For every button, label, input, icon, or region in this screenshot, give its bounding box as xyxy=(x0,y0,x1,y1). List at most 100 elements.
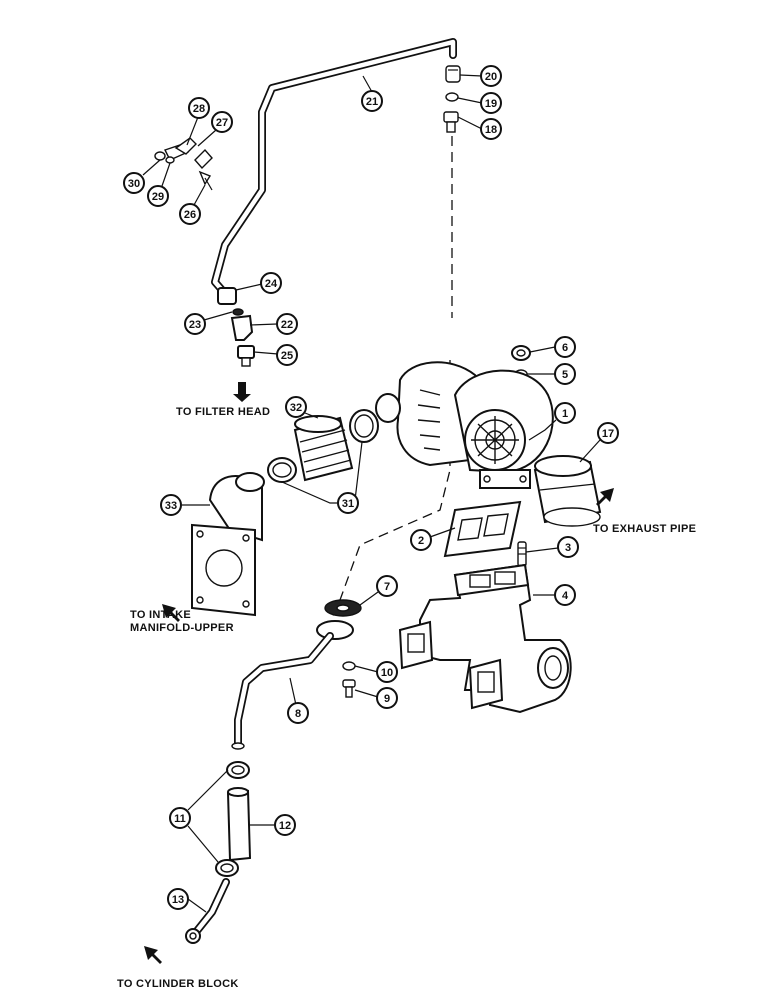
label-to-filter-head: TO FILTER HEAD xyxy=(176,406,270,418)
callout-26: 26 xyxy=(179,203,201,225)
svg-text:21: 21 xyxy=(366,96,378,108)
svg-text:6: 6 xyxy=(562,342,568,354)
callout-9: 9 xyxy=(376,687,398,709)
adapter-25 xyxy=(237,345,255,367)
svg-text:3: 3 xyxy=(565,542,571,554)
turbocharger xyxy=(375,361,554,489)
gasket-2 xyxy=(443,500,522,558)
svg-text:33: 33 xyxy=(165,500,177,512)
clamp-31-lower xyxy=(267,457,297,483)
arrow-cylinder-block xyxy=(144,946,162,964)
svg-text:13: 13 xyxy=(172,894,184,906)
washer-19 xyxy=(445,92,459,102)
exhaust-manifold xyxy=(398,563,572,714)
bolt-9 xyxy=(342,679,356,698)
drain-centerline xyxy=(331,360,451,619)
svg-text:12: 12 xyxy=(279,820,291,832)
callout-11: 11 xyxy=(169,807,191,829)
label-to-exhaust-pipe: TO EXHAUST PIPE xyxy=(593,523,696,535)
callout-24: 24 xyxy=(260,272,282,294)
callout-28: 28 xyxy=(188,97,210,119)
svg-text:4: 4 xyxy=(562,590,569,602)
hose-12 xyxy=(226,787,252,862)
callout-3: 3 xyxy=(557,536,579,558)
svg-text:27: 27 xyxy=(216,117,228,129)
fitting-24 xyxy=(217,287,237,305)
svg-text:1: 1 xyxy=(562,408,568,420)
svg-text:11: 11 xyxy=(174,813,186,825)
oil-return-elbow xyxy=(185,878,230,944)
o-ring-23 xyxy=(232,308,244,316)
svg-text:32: 32 xyxy=(290,402,302,414)
callout-18: 18 xyxy=(480,118,502,140)
svg-text:19: 19 xyxy=(485,98,497,110)
callout-17: 17 xyxy=(597,422,619,444)
svg-text:25: 25 xyxy=(281,350,293,362)
callout-12: 12 xyxy=(274,814,296,836)
callout-13: 13 xyxy=(167,888,189,910)
callout-21: 21 xyxy=(361,90,383,112)
svg-text:28: 28 xyxy=(193,103,205,115)
callout-32: 32 xyxy=(285,396,307,418)
svg-text:24: 24 xyxy=(265,278,278,290)
oil-supply-tube xyxy=(211,38,457,294)
clamp-11-upper xyxy=(226,761,250,779)
svg-text:8: 8 xyxy=(295,708,301,720)
arrow-exhaust-pipe xyxy=(596,488,614,506)
stud-3 xyxy=(517,541,527,567)
fitting-18 xyxy=(443,111,459,133)
callout-7: 7 xyxy=(376,575,398,597)
label-to-intake: TO INTAKE xyxy=(130,609,191,621)
label-to-cylinder-block: TO CYLINDER BLOCK xyxy=(117,978,239,990)
svg-text:30: 30 xyxy=(128,178,140,190)
svg-text:22: 22 xyxy=(281,319,293,331)
callout-27: 27 xyxy=(211,111,233,133)
callout-30: 30 xyxy=(123,172,145,194)
callout-31: 31 xyxy=(337,492,359,514)
svg-text:31: 31 xyxy=(342,498,354,510)
callout-10: 10 xyxy=(376,661,398,683)
leader-lines xyxy=(142,74,601,913)
svg-text:18: 18 xyxy=(485,124,497,136)
svg-text:5: 5 xyxy=(562,369,568,381)
gasket-7 xyxy=(324,599,362,617)
callout-8: 8 xyxy=(287,702,309,724)
washer-10 xyxy=(342,661,356,671)
svg-text:2: 2 xyxy=(418,535,424,547)
svg-text:17: 17 xyxy=(602,428,614,440)
elbow-22 xyxy=(230,314,254,341)
svg-text:7: 7 xyxy=(384,581,390,593)
callout-5: 5 xyxy=(554,363,576,385)
svg-text:26: 26 xyxy=(184,209,196,221)
callout-23: 23 xyxy=(184,313,206,335)
callout-6: 6 xyxy=(554,336,576,358)
svg-text:23: 23 xyxy=(189,319,201,331)
arrow-intake xyxy=(162,604,180,622)
callout-33: 33 xyxy=(160,494,182,516)
callout-22: 22 xyxy=(276,313,298,335)
callout-1: 1 xyxy=(554,402,576,424)
callout-4: 4 xyxy=(554,584,576,606)
callout-20: 20 xyxy=(480,65,502,87)
svg-text:10: 10 xyxy=(381,667,393,679)
fitting-20 xyxy=(445,65,461,83)
intake-elbow xyxy=(191,472,265,617)
hose-32 xyxy=(293,415,354,482)
callout-29: 29 xyxy=(147,185,169,207)
clamp-31-upper xyxy=(349,409,379,443)
svg-text:29: 29 xyxy=(152,191,164,203)
svg-text:20: 20 xyxy=(485,71,497,83)
label-intake-manifold-upper: MANIFOLD-UPPER xyxy=(130,622,234,634)
bracket-assembly xyxy=(154,137,213,191)
callout-19: 19 xyxy=(480,92,502,114)
nut-6 xyxy=(511,345,531,361)
arrow-filter-head xyxy=(233,382,251,402)
callout-2: 2 xyxy=(410,529,432,551)
exhaust-adapter xyxy=(533,455,602,527)
svg-text:9: 9 xyxy=(384,693,390,705)
drain-tube xyxy=(231,620,354,750)
clamp-11-lower xyxy=(215,859,239,877)
callout-25: 25 xyxy=(276,344,298,366)
